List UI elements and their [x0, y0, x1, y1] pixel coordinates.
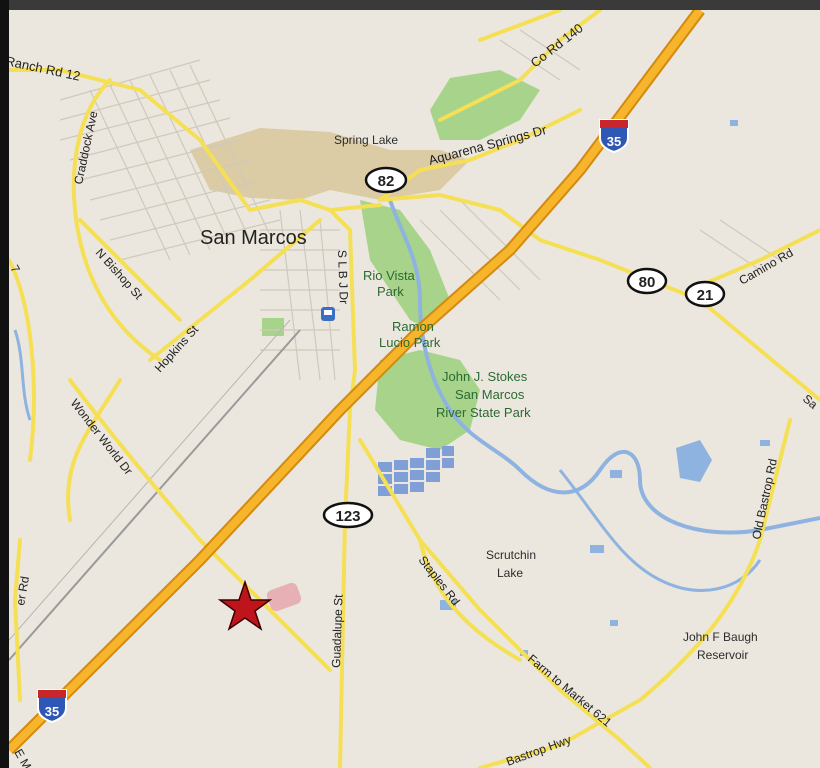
ranch-rd-12-label: Ranch Rd 12 — [9, 53, 82, 83]
park-stokes — [375, 350, 480, 450]
i35-top-number: 35 — [607, 134, 621, 149]
rio-vista-label-2: Park — [377, 284, 404, 299]
river-branch — [558, 469, 762, 592]
i35-bottom-number: 35 — [45, 704, 59, 719]
left-road-label: er Rd — [13, 575, 32, 606]
stokes-label-3: River State Park — [436, 405, 531, 420]
park-rio-vista — [360, 200, 450, 330]
bastrop-hwy-label: Bastrop Hwy — [504, 732, 573, 768]
fm621-label: Farm to Market 621 — [525, 652, 614, 730]
map-svg — [9, 10, 820, 768]
transit-icon — [321, 307, 335, 321]
local-roads — [9, 10, 820, 768]
camino-label: Camino Rd — [737, 245, 796, 287]
i35-shield-bottom: 35 — [37, 689, 67, 724]
slbj-label: S L B J Dr — [335, 250, 351, 305]
ramon-label-1: Ramon — [392, 319, 434, 334]
hopkins-label: Hopkins St — [152, 322, 202, 375]
interstate-35 — [9, 10, 704, 753]
target-building — [266, 582, 302, 612]
scrutchin-label-1: Scrutchin — [486, 548, 536, 562]
craddock-label: Craddock Ave — [71, 110, 100, 186]
sh82-number: 82 — [378, 173, 395, 190]
sh123-number: 123 — [335, 508, 360, 525]
baugh-label-2: Reservoir — [697, 648, 748, 662]
ponds — [440, 120, 770, 656]
sh80-number: 80 — [639, 274, 656, 291]
n-bishop-label: N Bishop St — [93, 246, 146, 303]
top-photo-strip — [0, 0, 820, 12]
location-star-icon[interactable] — [217, 579, 273, 631]
sh123-shield: 123 — [322, 501, 374, 529]
left-edge-label: 7 — [9, 263, 23, 276]
park-north — [430, 70, 540, 140]
aquarena-label: Aquarena Springs Dr — [427, 122, 549, 168]
railroad — [9, 329, 301, 661]
i35-shield-top: 35 — [599, 119, 629, 154]
labels-layer: San Marcos Spring Lake Rio Vista Park Ra… — [9, 20, 820, 768]
wonder-world-label: Wonder World Dr — [68, 396, 136, 477]
sh21-shield: 21 — [684, 280, 726, 308]
sh82-shield: 82 — [364, 166, 408, 194]
baugh-label-1: John F Baugh — [683, 630, 758, 644]
left-border — [0, 0, 9, 768]
sh80-shield: 80 — [626, 267, 668, 295]
rio-vista-label-1: Rio Vista — [363, 268, 416, 283]
creek-west — [13, 329, 32, 421]
san-marcos-river — [388, 199, 820, 535]
co-rd-140-label: Co Rd 140 — [528, 20, 586, 70]
scrutchin-label-2: Lake — [497, 566, 523, 580]
guadalupe-label: Guadalupe St — [329, 594, 346, 668]
stokes-label-2: San Marcos — [455, 387, 525, 402]
map-canvas[interactable]: San Marcos Spring Lake Rio Vista Park Ra… — [9, 10, 820, 768]
right-edge-label: Sa — [800, 392, 820, 412]
stokes-label-1: John J. Stokes — [442, 369, 528, 384]
spring-lake-label: Spring Lake — [334, 133, 398, 147]
staples-label: Staples Rd — [416, 553, 463, 608]
old-bastrop-label: Old Bastrop Rd — [749, 457, 780, 540]
city-label: San Marcos — [200, 227, 307, 249]
ramon-label-2: Lucio Park — [379, 335, 441, 350]
sh21-number: 21 — [697, 287, 714, 304]
bottom-left-label: E M — [11, 747, 34, 768]
park-small — [262, 318, 284, 336]
